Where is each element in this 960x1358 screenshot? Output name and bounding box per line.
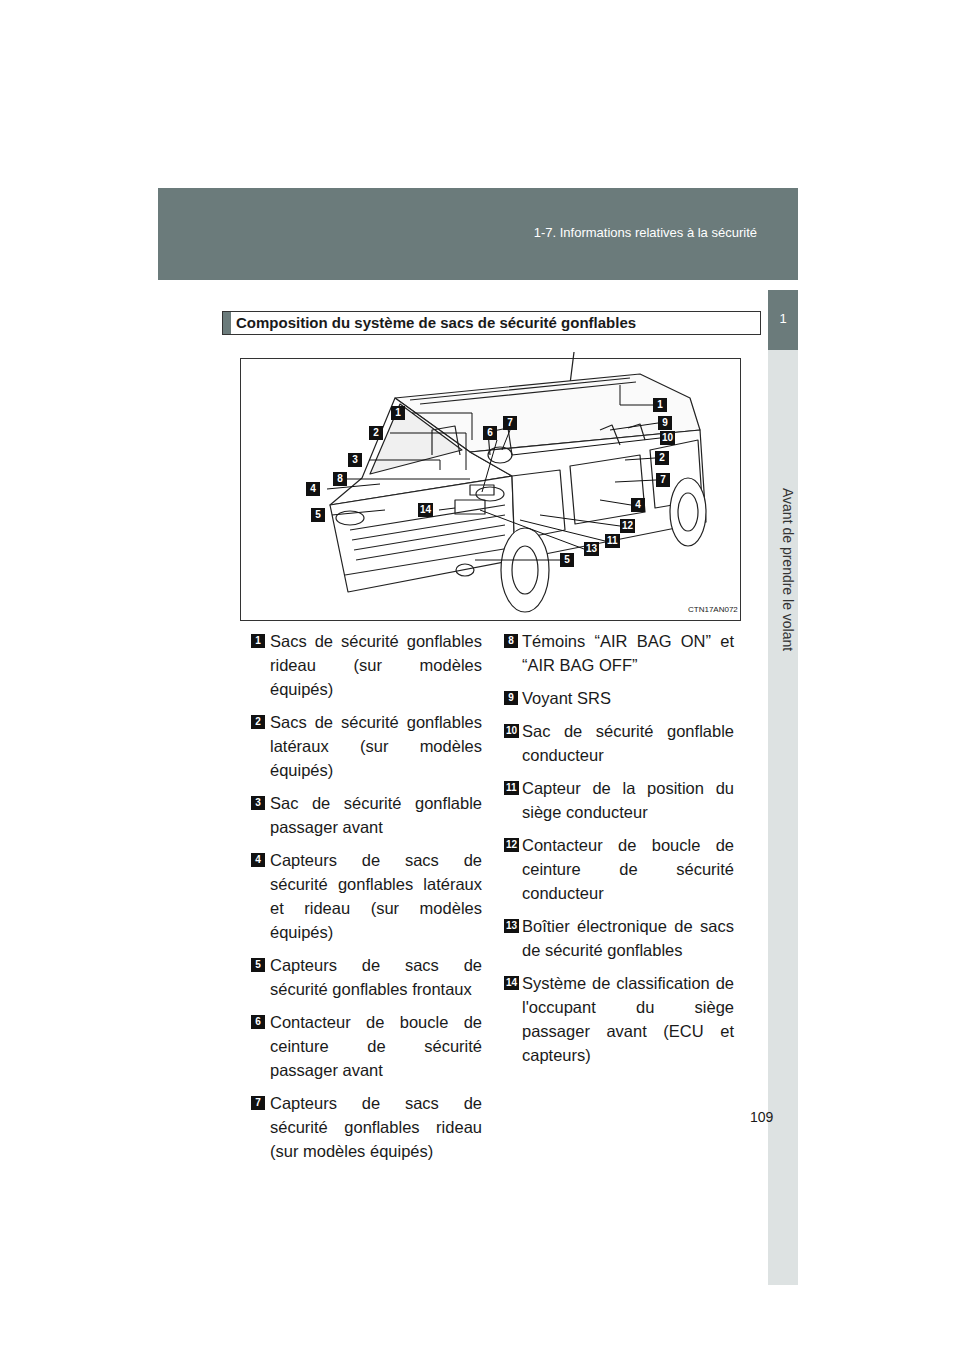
list-text: Sac de sécurité gonflable conducteur [522, 719, 734, 767]
list-number: 6 [251, 1015, 265, 1029]
side-strip [768, 290, 798, 1285]
list-number: 2 [251, 715, 265, 729]
chapter-number: 1 [768, 311, 798, 327]
callout-number: 3 [348, 453, 362, 467]
chapter-title: Avant de prendre le volant [779, 488, 797, 651]
section-title: Composition du système de sacs de sécuri… [236, 314, 636, 332]
callout-number: 7 [503, 416, 517, 430]
list-number: 13 [504, 919, 519, 933]
list-number: 4 [251, 853, 265, 867]
page-number: 109 [750, 1109, 773, 1125]
callout-number: 14 [418, 503, 433, 517]
list-number: 1 [251, 634, 265, 648]
list-text: Capteurs de sacs de sécurité gonflables … [270, 848, 482, 944]
callout-number: 1 [391, 406, 405, 420]
section-marker [223, 312, 231, 334]
car-illustration [330, 352, 706, 612]
callout-number: 7 [656, 473, 670, 487]
callout-number: 11 [605, 534, 620, 548]
callout-number: 2 [369, 426, 383, 440]
list-text: Capteurs de sacs de sécurité gonflables … [270, 953, 482, 1001]
callout-number: 10 [660, 431, 675, 445]
callout-number: 6 [483, 426, 497, 440]
list-number: 10 [504, 724, 519, 738]
list-text: Capteur de la position du siège conducte… [522, 776, 734, 824]
list-text: Sac de sécurité gonflable passager avant [270, 791, 482, 839]
callout-number: 12 [620, 519, 635, 533]
list-text: Système de classification de l'occupant … [522, 971, 734, 1067]
list-number: 7 [251, 1096, 265, 1110]
list-text: Contacteur de boucle de ceinture de sécu… [522, 833, 734, 905]
list-text: Capteurs de sacs de sécurité gonflables … [270, 1091, 482, 1163]
callout-number: 4 [306, 482, 320, 496]
callout-number: 5 [311, 508, 325, 522]
running-header: 1-7. Informations relatives à la sécurit… [534, 225, 757, 241]
callout-number: 9 [658, 416, 672, 430]
list-number: 9 [504, 691, 518, 705]
section-bar [223, 312, 761, 335]
chapter-tab [768, 290, 798, 350]
list-number: 12 [504, 838, 519, 852]
leader-lines [327, 385, 660, 560]
callout-number: 2 [655, 451, 669, 465]
figure-code: CTN17AN072 [688, 605, 738, 615]
list-text: Témoins “AIR BAG ON” et “AIR BAG OFF” [522, 629, 734, 677]
list-number: 3 [251, 796, 265, 810]
list-text: Sacs de sécurité gonflables latéraux (su… [270, 710, 482, 782]
list-text: Contacteur de boucle de ceinture de sécu… [270, 1010, 482, 1082]
list-number: 11 [504, 781, 519, 795]
list-number: 8 [504, 634, 518, 648]
callout-number: 5 [560, 553, 574, 567]
callout-number: 13 [584, 542, 599, 556]
callout-number: 4 [631, 498, 645, 512]
list-number: 14 [504, 976, 519, 990]
callout-number: 1 [653, 398, 667, 412]
list-text: Sacs de sécurité gonflables rideau (sur … [270, 629, 482, 701]
list-text: Boîtier électronique de sacs de sécurité… [522, 914, 734, 962]
header-band [158, 188, 798, 280]
illustration-frame [241, 359, 741, 621]
callout-number: 8 [333, 472, 347, 486]
list-text: Voyant SRS [522, 686, 734, 710]
list-number: 5 [251, 958, 265, 972]
